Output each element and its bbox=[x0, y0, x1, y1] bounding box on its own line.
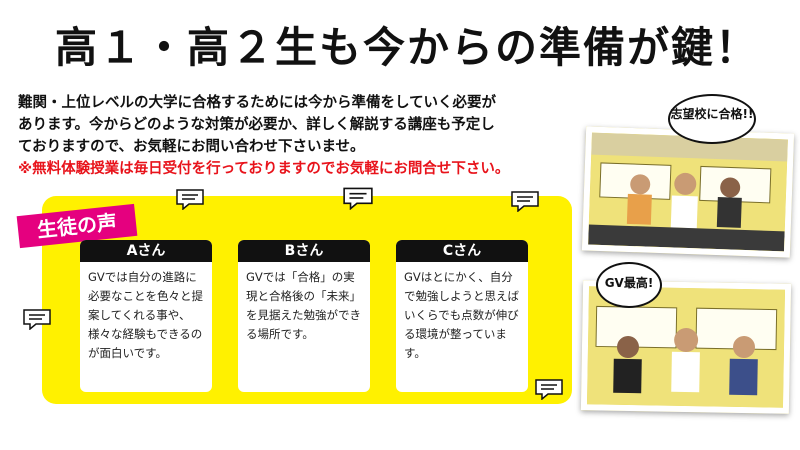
intro-line-1: 難関・上位レベルの大学に合格するためには今から準備をしていく必要が bbox=[18, 95, 497, 111]
voice-card-name: Aさん bbox=[80, 240, 212, 262]
speech-bubble-icon bbox=[343, 187, 373, 210]
photo-callout-1: 志望校に合格!! bbox=[668, 94, 756, 144]
speech-bubble-icon bbox=[511, 191, 539, 212]
voice-card-c: Cさん GVはとにかく、自分で勉強しようと思えばいくらでも点数が伸びる環境が整っ… bbox=[396, 240, 528, 392]
headline: 高１・高２生も今からの準備が鍵！ bbox=[55, 23, 760, 72]
photo-callout-2: GV最高! bbox=[596, 262, 662, 308]
intro-line-3: ておりますので、お気軽にお問い合わせ下さいませ。 bbox=[18, 139, 365, 155]
voice-card-text: GVでは「合格」の実現と合格後の「未来」を見据えた勉強ができる場所です。 bbox=[246, 270, 361, 341]
free-trial-notice: ※無料体験授業は毎日受付を行っておりますのでお気軽にお問合せ下さい。 bbox=[18, 161, 510, 177]
voice-card-text: GVはとにかく、自分で勉強しようと思えばいくらでも点数が伸びる環境が整っています… bbox=[404, 270, 519, 360]
student-photo-2 bbox=[580, 280, 792, 414]
voice-card-a: Aさん GVでは自分の進路に必要なことを色々と提案してくれる事や、様々な経験もで… bbox=[80, 240, 212, 392]
voice-card-name: Bさん bbox=[238, 240, 370, 262]
speech-bubble-icon bbox=[535, 379, 563, 400]
voice-card-b: Bさん GVでは「合格」の実現と合格後の「未来」を見据えた勉強ができる場所です。 bbox=[238, 240, 370, 392]
voice-card-text: GVでは自分の進路に必要なことを色々と提案してくれる事や、様々な経験もできるのが… bbox=[88, 270, 203, 360]
voice-card-name: Cさん bbox=[396, 240, 528, 262]
intro-line-2: あります。今からどのような対策が必要か、詳しく解説する講座も予定し bbox=[18, 117, 495, 133]
speech-bubble-icon bbox=[176, 189, 204, 210]
intro-text: 難関・上位レベルの大学に合格するためには今から準備をしていく必要が あります。今… bbox=[18, 92, 588, 180]
speech-bubble-icon bbox=[23, 309, 51, 330]
student-photo-1 bbox=[581, 126, 795, 258]
